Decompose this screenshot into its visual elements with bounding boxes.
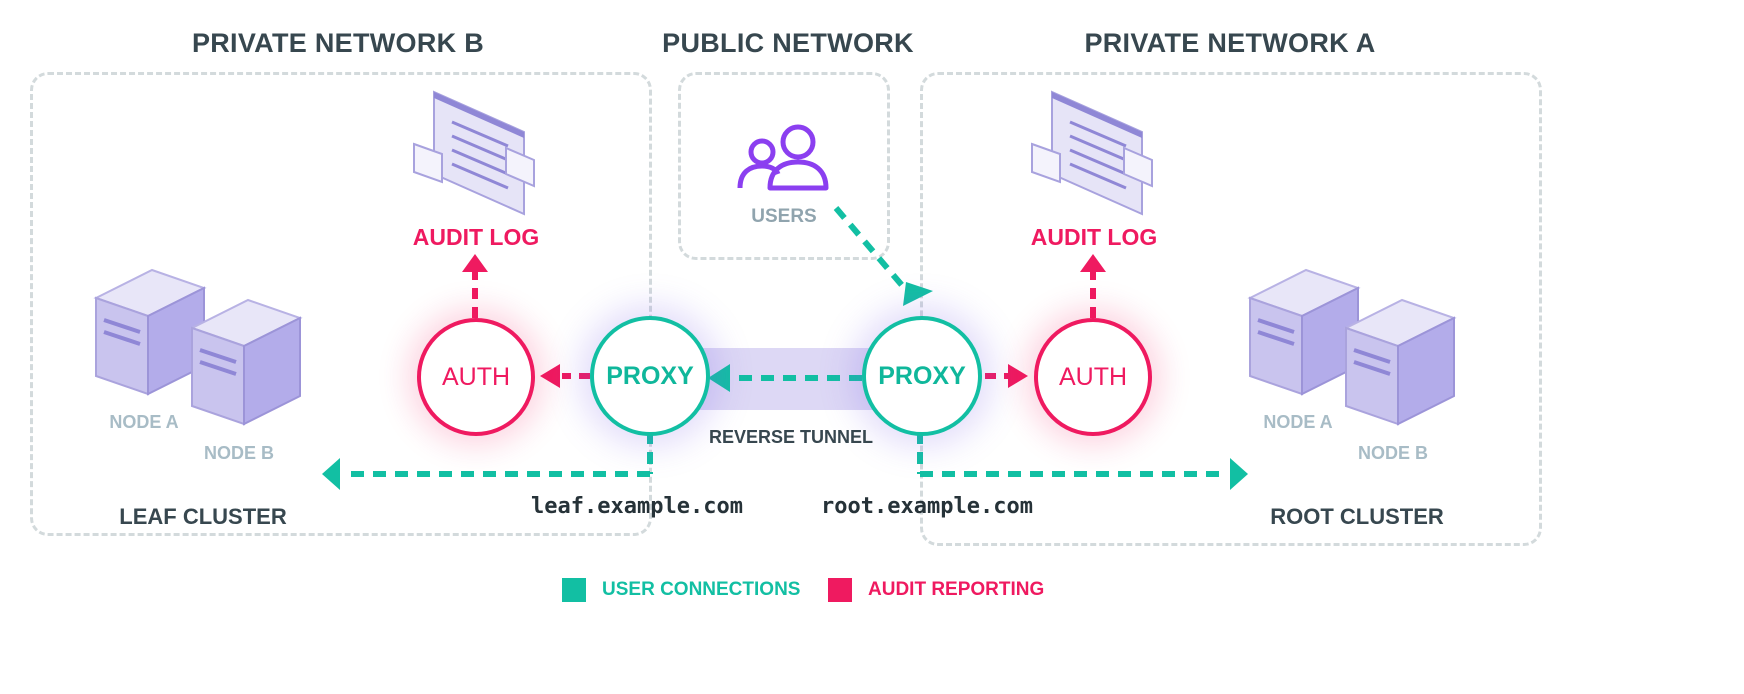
root-domain-label: root.example.com <box>821 494 1033 519</box>
region-title-private-a: PRIVATE NETWORK A <box>1084 28 1376 58</box>
root-to-leaf-arrowhead <box>708 364 730 392</box>
leaf-auth-node: AUTH <box>417 318 535 436</box>
root-nodes-arrowhead <box>1230 458 1248 490</box>
root-audit-log-label: AUDIT LOG <box>1030 224 1158 250</box>
server-icon <box>1343 298 1457 426</box>
legend-pink-swatch <box>828 578 852 602</box>
root-node-b-label: NODE B <box>1357 443 1429 463</box>
leaf-cluster-label: LEAF CLUSTER <box>119 504 287 529</box>
leaf-auth-label: AUTH <box>441 362 511 391</box>
public-network-zone <box>678 72 890 260</box>
server-icon <box>1247 268 1361 396</box>
root-proxy-label: PROXY <box>878 361 966 390</box>
legend-audit-reporting-label: AUDIT REPORTING <box>868 579 1045 600</box>
leaf-node-b-label: NODE B <box>203 443 275 463</box>
users-label: USERS <box>751 206 817 227</box>
leaf-audit-arrowhead <box>462 254 488 272</box>
root-auth-label: AUTH <box>1058 362 1128 391</box>
users-icon <box>737 124 829 191</box>
leaf-proxy-label: PROXY <box>606 361 694 390</box>
root-proxy-node: PROXY <box>862 316 982 436</box>
leaf-proxy-node: PROXY <box>590 316 710 436</box>
private-network-a-zone <box>920 72 1542 546</box>
legend-user-connections: USER CONNECTIONS <box>562 578 800 602</box>
server-icon <box>189 298 303 426</box>
root-auth-arrowhead <box>1008 364 1028 388</box>
root-audit-arrowhead <box>1080 254 1106 272</box>
users-arrowhead <box>903 282 933 306</box>
root-auth-node: AUTH <box>1034 318 1152 436</box>
reverse-tunnel-label: REVERSE TUNNEL <box>708 427 874 447</box>
region-title-public: PUBLIC NETWORK <box>662 28 914 58</box>
leaf-domain-label: leaf.example.com <box>531 494 743 519</box>
audit-log-icon <box>1031 90 1153 216</box>
root-node-a-label: NODE A <box>1263 412 1333 432</box>
audit-log-icon <box>413 90 535 216</box>
leaf-auth-arrowhead <box>540 364 560 388</box>
server-icon <box>93 268 207 396</box>
leaf-audit-log-label: AUDIT LOG <box>412 224 540 250</box>
leaf-node-a-label: NODE A <box>109 412 179 432</box>
region-title-private-b: PRIVATE NETWORK B <box>191 28 485 58</box>
legend-teal-swatch <box>562 578 586 602</box>
users-to-root-proxy-line <box>833 206 909 292</box>
root-cluster-label: ROOT CLUSTER <box>1270 504 1444 529</box>
legend-user-connections-label: USER CONNECTIONS <box>602 579 801 600</box>
legend-audit-reporting: AUDIT REPORTING <box>828 578 1044 602</box>
private-network-b-zone <box>30 72 652 536</box>
leaf-nodes-arrowhead <box>322 458 340 490</box>
